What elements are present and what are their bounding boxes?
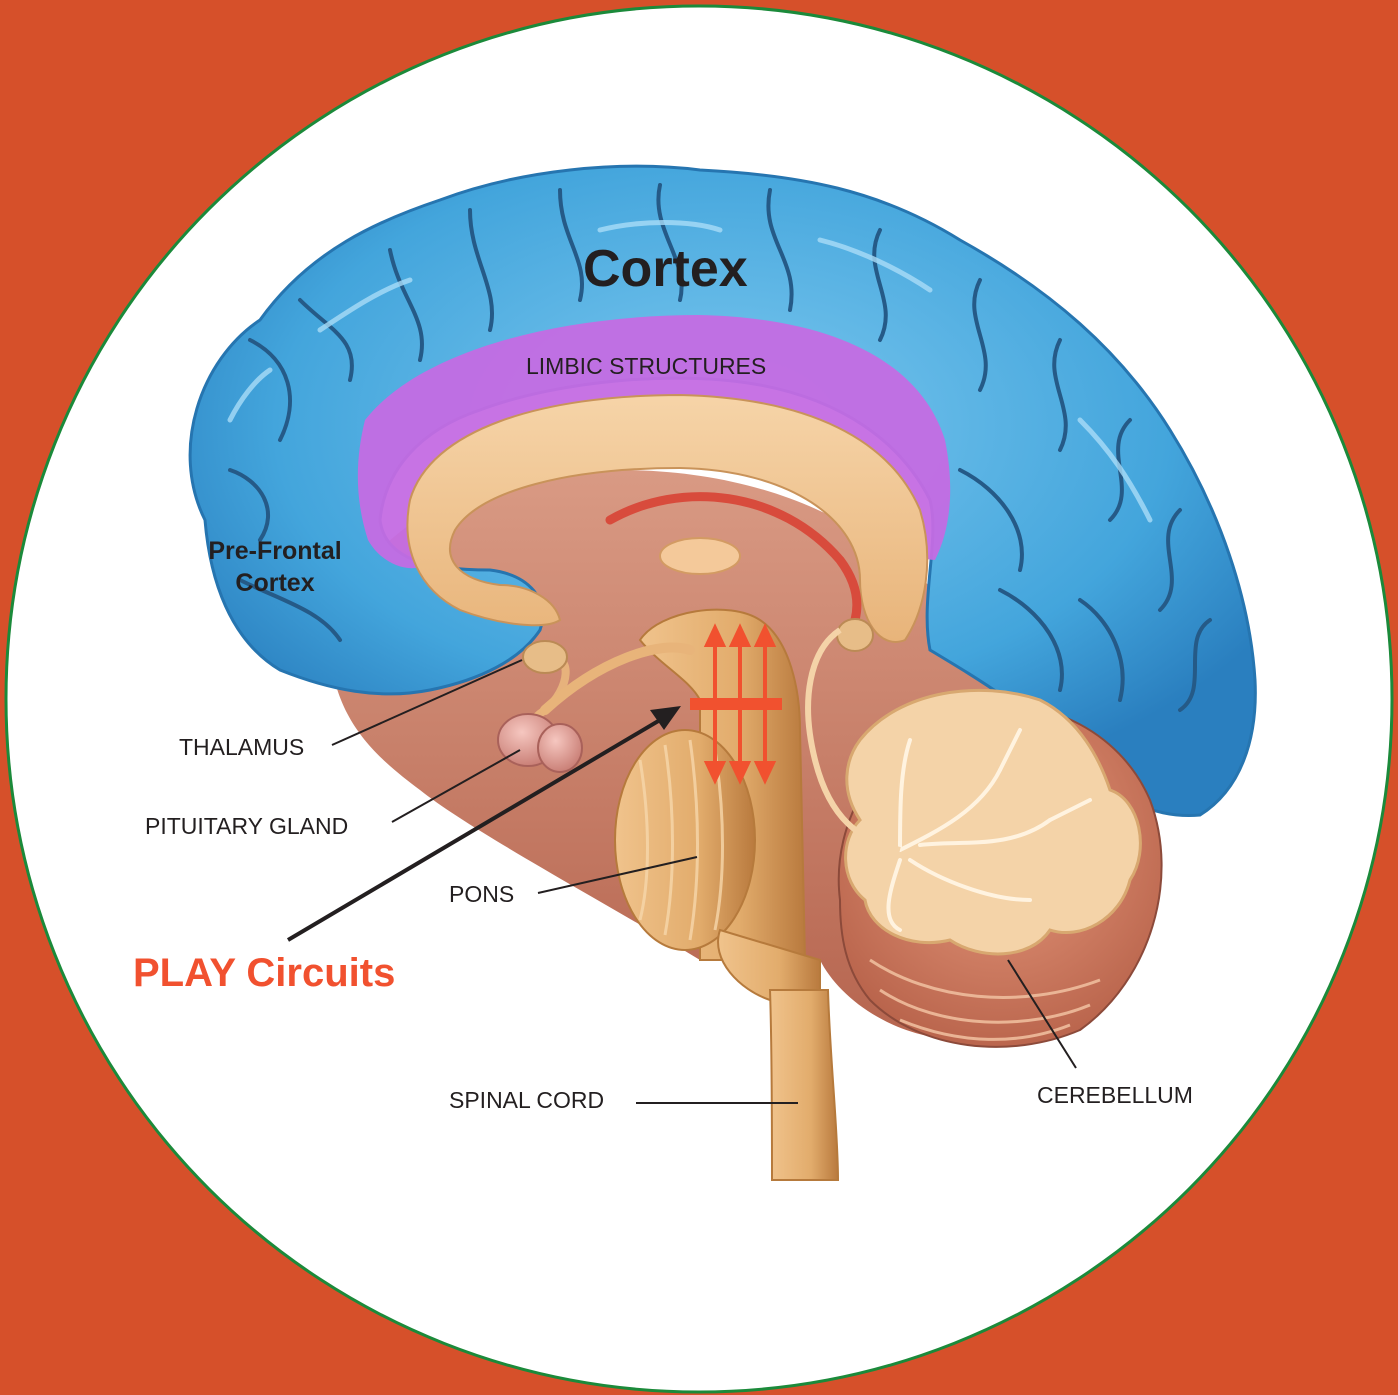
pons-label: PONS (449, 883, 514, 906)
pineal-gland (837, 619, 873, 651)
pituitary-lobe (538, 724, 582, 772)
spinal-cord-label: SPINAL CORD (449, 1089, 604, 1112)
cortex-label: Cortex (583, 243, 748, 295)
spinal-cord (770, 990, 838, 1180)
pituitary-gland-label: PITUITARY GLAND (145, 815, 348, 838)
play-circuit-bar (690, 698, 782, 710)
prefrontal-label-line2: Cortex (197, 567, 353, 599)
thalamus-body (523, 641, 567, 673)
prefrontal-label-line1: Pre-Frontal (197, 535, 353, 567)
prefrontal-cortex-label: Pre-Frontal Cortex (197, 535, 353, 599)
play-circuits-label: PLAY Circuits (133, 953, 395, 993)
cerebellum-label: CEREBELLUM (1037, 1084, 1193, 1107)
mid-nucleus (660, 538, 740, 574)
limbic-structures-label: LIMBIC STRUCTURES (526, 355, 766, 378)
thalamus-label: THALAMUS (179, 736, 304, 759)
